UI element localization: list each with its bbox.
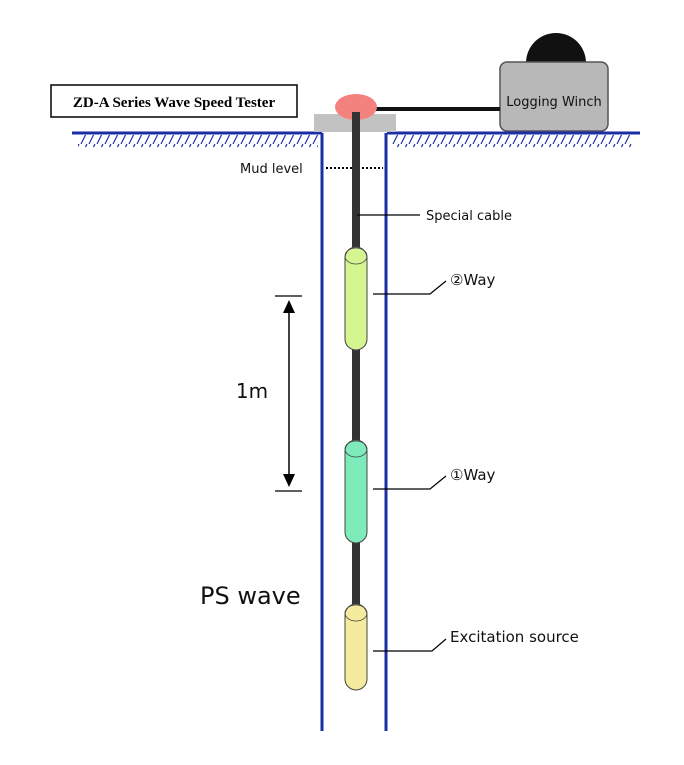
way-2-leader <box>373 280 447 295</box>
ground-surface <box>72 131 640 147</box>
probe-way-1-body <box>344 439 368 544</box>
spacing-label: 1m <box>236 379 268 403</box>
way-1-label: ①Way <box>450 466 496 484</box>
spacing-arrow-down <box>283 474 295 487</box>
way-2-label: ②Way <box>450 271 496 289</box>
probe-excitation-source <box>344 603 368 691</box>
excitation-source-leader <box>373 638 447 652</box>
winch-body <box>499 61 609 132</box>
title-text: ZD-A Series Wave Speed Tester <box>73 95 276 111</box>
ground-hatch-left <box>78 135 318 147</box>
ps-wave-label: PS wave <box>200 582 301 610</box>
probe-way-2-body <box>344 246 368 351</box>
way-1-leader <box>373 475 447 490</box>
pulley <box>335 94 377 120</box>
probe-way-2 <box>344 246 368 351</box>
excitation-source-cap <box>344 604 368 622</box>
spacing-arrow-up <box>283 300 295 313</box>
spacing-dimension <box>275 295 302 492</box>
title-box: ZD-A Series Wave Speed Tester <box>50 84 298 118</box>
probe-way-1 <box>344 439 368 544</box>
logging-winch: Logging Winch <box>499 33 609 132</box>
excitation-source-body <box>344 603 368 691</box>
probe-way-1-cap <box>344 440 368 458</box>
mud-level-label: Mud level <box>240 162 303 177</box>
winch-label: Logging Winch <box>506 95 602 110</box>
probe-way-2-cap <box>344 247 368 265</box>
winch-drum <box>526 33 586 63</box>
ground-hatch-right <box>392 135 632 147</box>
special-cable-label: Special cable <box>426 209 512 224</box>
title-box-frame <box>50 84 298 118</box>
excitation-source-label: Excitation source <box>450 628 579 646</box>
